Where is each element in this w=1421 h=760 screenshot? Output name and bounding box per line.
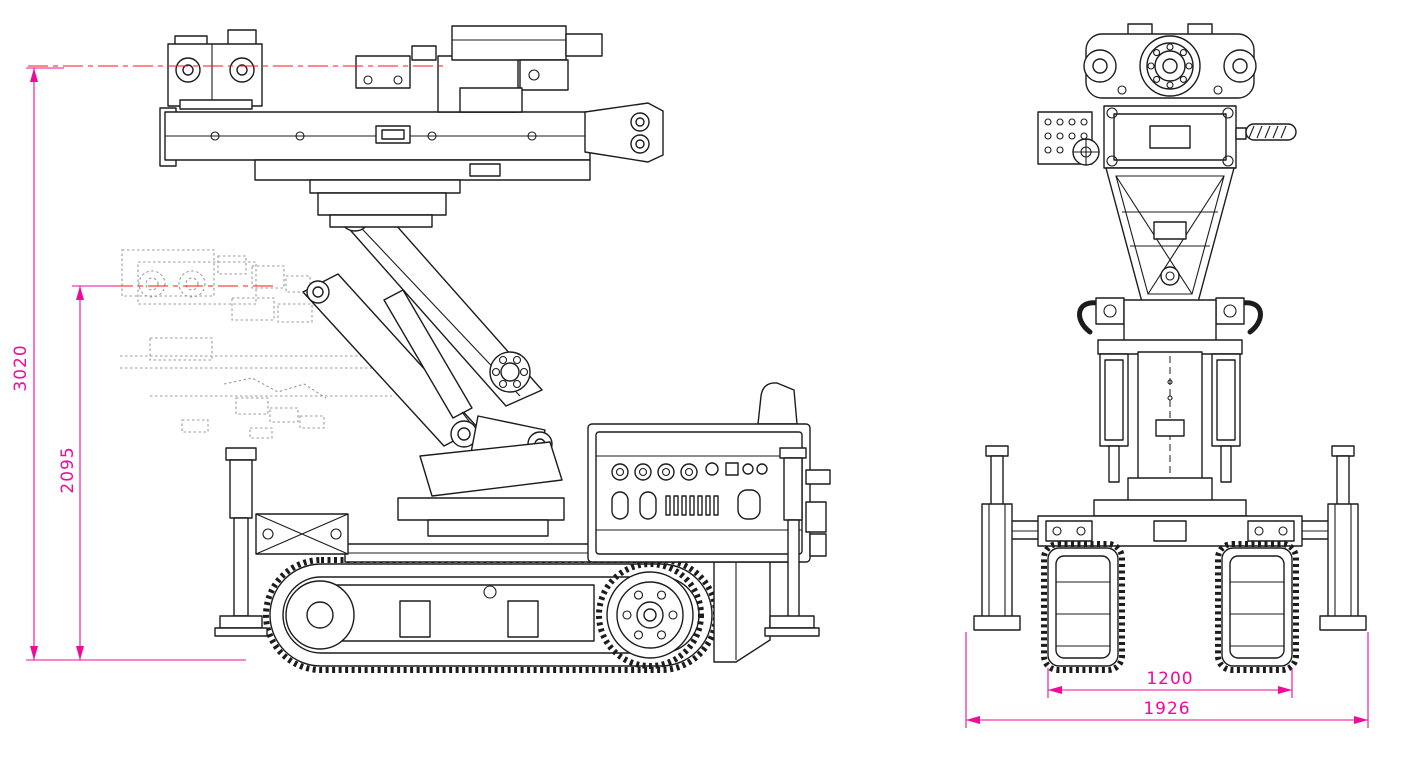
crawler-track-side	[263, 557, 719, 673]
left-outrigger-front	[973, 445, 1038, 631]
mid-carriage-front	[1097, 299, 1243, 483]
right-outrigger-front	[1302, 445, 1367, 631]
center-flange	[1139, 35, 1201, 97]
dim-overall-height: 3020	[11, 67, 246, 661]
exhaust-scoop	[757, 382, 798, 425]
control-panel	[611, 462, 768, 520]
rear-outrigger	[764, 447, 831, 637]
dim-label-overall-height: 3020	[11, 344, 31, 391]
left-lift-cylinder	[1099, 353, 1129, 483]
lower-carriage-front	[1093, 477, 1247, 517]
right-lift-cylinder	[1211, 353, 1241, 483]
engine-body	[587, 382, 811, 563]
hydraulic-cylinder	[383, 289, 473, 419]
turret-assembly	[355, 25, 603, 113]
left-hook	[1077, 300, 1101, 335]
boom-assembly	[159, 102, 664, 228]
rear-plate	[713, 561, 771, 663]
boom-motor-unit	[167, 29, 263, 110]
dim-label-arm-pivot-height: 2095	[58, 446, 78, 493]
drive-sprocket	[596, 561, 704, 669]
monitor-head-front	[1083, 23, 1257, 99]
left-track-front	[1041, 541, 1125, 673]
dim-track-span: 1200	[1047, 668, 1293, 698]
right-handle-grip	[1235, 123, 1297, 141]
articulated-arm	[302, 197, 565, 537]
front-outrigger	[214, 447, 349, 637]
arm-flange	[489, 351, 531, 393]
dim-label-outrigger-span: 1926	[1143, 699, 1190, 719]
upper-carriage-front	[1103, 105, 1237, 169]
front-view	[973, 23, 1367, 673]
dimension-annotations: 3020 2095 1200 1926	[11, 67, 1369, 728]
mast-front	[1105, 167, 1235, 303]
ghost-folded-arm	[120, 249, 396, 439]
side-view	[28, 25, 831, 673]
lifting-hooks	[1077, 297, 1263, 335]
dim-label-track-span: 1200	[1146, 669, 1193, 689]
dim-outrigger-span: 1926	[965, 632, 1369, 728]
right-hook	[1239, 300, 1263, 335]
dim-arm-pivot-height: 2095	[58, 285, 116, 660]
chassis-cross-beam	[1001, 515, 1339, 547]
right-track-front	[1215, 541, 1299, 673]
left-accessory-bracket	[1037, 111, 1100, 166]
